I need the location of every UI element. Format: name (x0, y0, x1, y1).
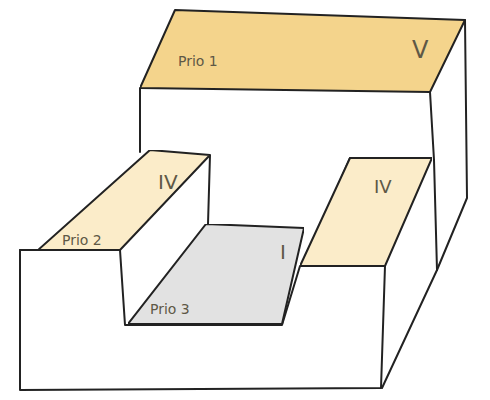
roman-numeral: IV (374, 178, 392, 196)
priority-surface: IV Prio 2 (38, 150, 210, 252)
roman-numeral: I (280, 242, 286, 262)
priority-label: Prio 1 (178, 54, 218, 68)
top-block-edge (139, 88, 141, 152)
surface-outline (38, 150, 210, 250)
surface-shape (300, 156, 432, 268)
priority-label: Prio 2 (62, 233, 102, 247)
priority-surface: IV (300, 156, 432, 268)
surface-outline (128, 224, 304, 324)
priority-surface: Prio 1 V (140, 8, 468, 94)
roman-numeral: IV (158, 172, 178, 192)
surface-outline (140, 10, 465, 92)
priority-label: Prio 3 (150, 302, 190, 316)
roman-numeral: V (412, 38, 428, 62)
front-edge (20, 249, 38, 251)
top-block-edge (430, 92, 434, 160)
surface-outline (300, 158, 432, 266)
inner-wall-edge (208, 155, 210, 224)
priority-surface: I Prio 3 (128, 224, 304, 326)
